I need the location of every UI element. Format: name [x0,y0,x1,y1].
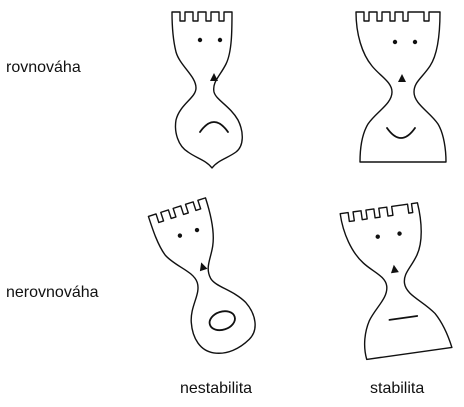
left-eye [393,40,397,44]
figure-balanced-stable [356,12,446,162]
figure-body [356,12,446,162]
figure-unbalanced-unstable [148,195,261,363]
figure-body [340,201,452,360]
right-eye [413,40,417,44]
figure-balanced-unstable [172,12,242,168]
figure-body [172,12,242,168]
right-eye [218,38,222,42]
figure-unbalanced-stable [340,201,452,360]
figure-body [148,195,261,363]
left-eye [198,38,202,42]
